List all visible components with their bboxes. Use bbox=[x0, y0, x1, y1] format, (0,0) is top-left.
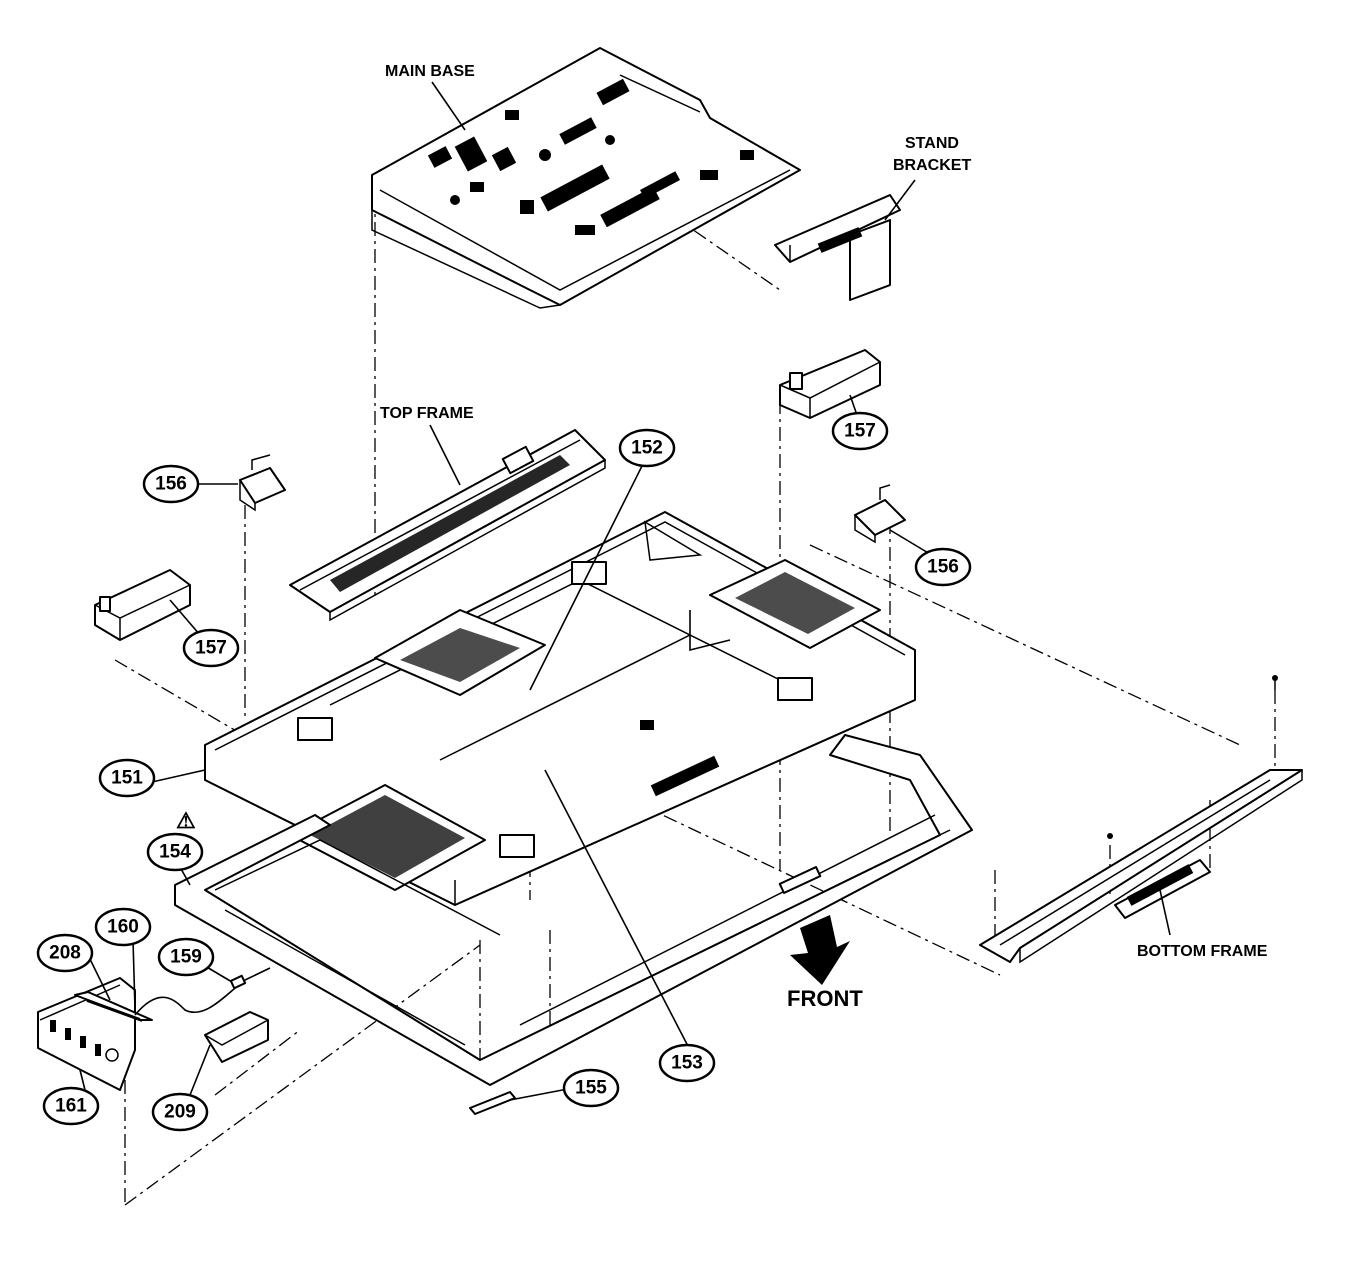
label-top-frame: TOP FRAME bbox=[380, 405, 474, 422]
callout-152-text: 152 bbox=[631, 438, 663, 459]
callout-156-right: 156 bbox=[914, 547, 972, 587]
part-208-board bbox=[74, 991, 153, 1022]
callout-153-text: 153 bbox=[671, 1053, 703, 1074]
callout-157-right-text: 157 bbox=[844, 421, 876, 442]
callout-151: 151 bbox=[98, 758, 156, 798]
part-156-left bbox=[239, 454, 286, 512]
callout-156-right-text: 156 bbox=[927, 557, 959, 578]
text-labels: MAIN BASE STAND BRACKET TOP FRAME BOTTOM… bbox=[176, 63, 1268, 1011]
top-frame bbox=[289, 429, 606, 622]
callout-152: 152 bbox=[618, 428, 676, 468]
callout-157-right: 157 bbox=[831, 411, 889, 451]
label-bottom-frame: BOTTOM FRAME bbox=[1137, 943, 1268, 960]
callout-154: 154 bbox=[146, 832, 204, 872]
callout-155-text: 155 bbox=[575, 1078, 607, 1099]
callout-161: 161 bbox=[42, 1086, 100, 1126]
callout-159: 159 bbox=[157, 937, 215, 977]
callout-161-text: 161 bbox=[55, 1096, 87, 1117]
down-arrow-icon bbox=[790, 915, 850, 985]
callout-153: 153 bbox=[658, 1043, 716, 1083]
callout-154-text: 154 bbox=[159, 842, 191, 863]
label-main-base: MAIN BASE bbox=[385, 63, 475, 80]
callout-209: 209 bbox=[151, 1092, 209, 1132]
main-chassis bbox=[204, 511, 916, 906]
callout-155: 155 bbox=[562, 1068, 620, 1108]
front-bezel bbox=[174, 734, 973, 1086]
label-stand-bracket-line1: STAND bbox=[905, 135, 959, 152]
callout-156-left: 156 bbox=[142, 464, 200, 504]
label-stand-bracket-line2: BRACKET bbox=[893, 157, 971, 174]
part-157-left bbox=[94, 569, 191, 641]
callout-151-text: 151 bbox=[111, 768, 143, 789]
part-156-right bbox=[854, 484, 906, 544]
stand-bracket bbox=[774, 194, 901, 301]
callout-157-left-text: 157 bbox=[195, 638, 227, 659]
callout-208: 208 bbox=[36, 933, 94, 973]
label-front: FRONT bbox=[787, 986, 863, 1011]
part-209-bracket bbox=[204, 1011, 269, 1063]
callout-208-text: 208 bbox=[49, 943, 81, 964]
callout-157-left: 157 bbox=[182, 628, 240, 668]
callout-160-text: 160 bbox=[107, 917, 139, 938]
main-base-components bbox=[427, 78, 754, 235]
bottom-frame bbox=[979, 675, 1303, 964]
callout-209-text: 209 bbox=[164, 1102, 196, 1123]
callout-160: 160 bbox=[94, 907, 152, 947]
part-155-strip bbox=[469, 1091, 516, 1115]
warning-triangle-icon: ⚠ bbox=[176, 808, 196, 833]
callout-156-left-text: 156 bbox=[155, 474, 187, 495]
part-160-cable bbox=[134, 967, 271, 1016]
main-base-board bbox=[371, 47, 801, 309]
part-159-connector bbox=[229, 974, 247, 990]
callout-159-text: 159 bbox=[170, 947, 202, 968]
part-157-right bbox=[779, 349, 881, 419]
